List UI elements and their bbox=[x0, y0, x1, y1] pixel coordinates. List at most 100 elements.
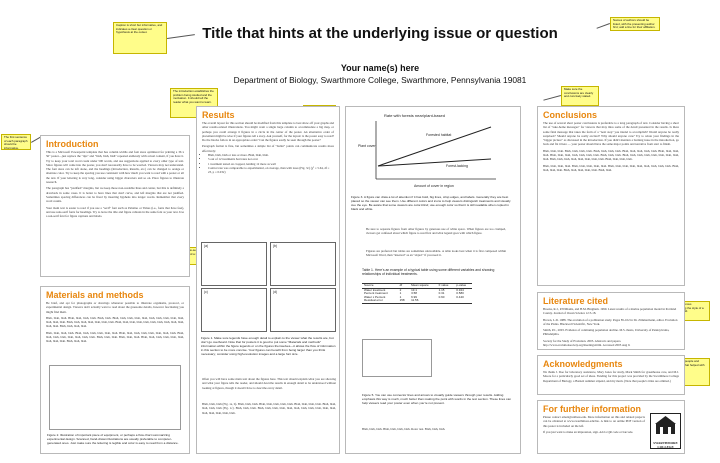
methods-paragraph: Blah, blah, blah. Blah, blah, blah, blah… bbox=[46, 315, 184, 329]
note-title-tip: Caption is short but informative, and in… bbox=[113, 22, 167, 54]
reference-item: Smith, P.J., 2003. Evidence of continuin… bbox=[543, 328, 670, 337]
results-paragraph: The overall layout for this section shou… bbox=[202, 121, 334, 143]
table-header: Mean square bbox=[409, 283, 437, 289]
table-cell: 1 bbox=[399, 294, 402, 299]
series-line-high bbox=[377, 126, 492, 167]
table-cell: 13.1 bbox=[411, 287, 417, 292]
figure-3-graph: Rate with forests near/plant-based Fores… bbox=[358, 113, 496, 188]
methods-paragraph: Be brief, and opt for photographs or dra… bbox=[46, 301, 184, 314]
table-cell bbox=[454, 299, 472, 304]
methods-panel: Materials and methods Be brief, and opt … bbox=[40, 286, 190, 454]
table-cell: Water x Percent bbox=[364, 294, 386, 299]
panel-label: (b) bbox=[273, 244, 278, 248]
further-info-text: Please contact email@address.edu. More i… bbox=[543, 415, 645, 428]
table-cell: 1.15 bbox=[438, 287, 445, 292]
conclusions-heading: Conclusions bbox=[543, 110, 598, 120]
introduction-paragraph: This is a Microsoft Powerpoint template … bbox=[46, 150, 184, 185]
table-1: Source df Mean square F value p-value Wa… bbox=[362, 283, 472, 304]
note-authors-tip: Names of authors should be listed, with … bbox=[610, 17, 660, 31]
note-intro-tip: The introduction establishes the problem… bbox=[170, 88, 218, 118]
conclusions-paragraph: Blah, blah, blah. Blah, blah, blah, blah… bbox=[543, 148, 679, 162]
results-bullet: 1 treatment tested on cropped, lending 1… bbox=[208, 162, 334, 166]
table-1-caption: Table 1. Here's an example of a typical … bbox=[362, 268, 495, 277]
introduction-paragraph: The paragraph has "justified" margins, b… bbox=[46, 186, 184, 204]
figure-panel-d: (d) bbox=[270, 288, 336, 332]
figure-column-tail: Blah, blah, blah. Blah, blah, blah, blah… bbox=[362, 427, 446, 431]
figure-5-caption: Figure 5. You can use connector lines an… bbox=[362, 393, 512, 405]
figure-2-caption: Figure 2. Illustration of important piec… bbox=[47, 433, 179, 445]
figure-panel-c: (c) bbox=[201, 288, 267, 332]
table-header: Source bbox=[362, 283, 398, 289]
panel-label: (c) bbox=[204, 290, 208, 294]
introduction-paragraph: Your main text is easier to read if you … bbox=[46, 205, 184, 219]
table-header-row: Source df Mean square F value p-value bbox=[362, 283, 472, 289]
panel-label: (d) bbox=[273, 290, 278, 294]
acknowledgments-text: We thank J. Doe for laboratory assistanc… bbox=[543, 370, 679, 383]
conclusions-paragraph: The use of several short poster conclusi… bbox=[543, 121, 679, 147]
table-row: Percent treatment 1 3.58 0.31 0.580 bbox=[362, 292, 472, 296]
table-cell: 0.580 bbox=[456, 291, 464, 296]
figure-column-text: Be sure to separate figures from other f… bbox=[366, 227, 506, 236]
statistics-table: Source df Mean square F value p-value Wa… bbox=[362, 283, 472, 304]
methods-paragraph: Blah, blah, blah, blah. Blah, blah, blah… bbox=[46, 330, 184, 344]
table-cell: 0.60 bbox=[438, 294, 445, 299]
literature-heading: Literature cited bbox=[543, 296, 609, 306]
logo-text: SWARTHMORE bbox=[653, 441, 678, 445]
results-panel: Results The overall layout for this sect… bbox=[196, 106, 340, 454]
results-bullet: Blah, blah, blah or less or more. Blah, … bbox=[208, 153, 334, 157]
table-cell: Residual error bbox=[362, 299, 398, 304]
poster-title: Title that hints at the underlying issue… bbox=[202, 25, 558, 42]
introduction-heading: Introduction bbox=[46, 139, 99, 149]
series-label-low: Forest-lacking bbox=[446, 164, 468, 168]
table-cell: 2 bbox=[399, 287, 402, 292]
results-paragraph: Often you will have some main text about… bbox=[202, 377, 336, 390]
affiliation: Department of Biology, Swarthmore Colleg… bbox=[233, 75, 527, 85]
y-axis-label: Plant cover bbox=[358, 144, 376, 148]
table-cell: 1 bbox=[399, 291, 402, 296]
note-side-tip: The first sentence of each paragraph sho… bbox=[1, 134, 31, 150]
figure-panel-b: (b) bbox=[270, 242, 336, 286]
table-cell: 0.31 bbox=[438, 291, 445, 296]
table-header: p-value bbox=[454, 283, 472, 289]
table-row: Residual error 158 11.56 bbox=[362, 299, 472, 304]
literature-panel: Literature cited Brooks, R.J., P.William… bbox=[537, 292, 685, 350]
results-bullet-list: Blah, blah, blah or less or more. Blah, … bbox=[202, 153, 334, 174]
author-names: Your name(s) here bbox=[340, 63, 420, 73]
table-cell: 158 bbox=[397, 299, 410, 304]
seal-icon bbox=[655, 416, 676, 434]
table-cell: 3.58 bbox=[411, 291, 417, 296]
results-paragraph: Blah, blah, blah (Fig. 1a, b). Blah, bla… bbox=[202, 402, 336, 415]
further-info-text: If you just want to make an impression, … bbox=[543, 429, 634, 434]
x-axis-label: Amount of cover in region bbox=[414, 184, 454, 188]
conclusions-paragraph: Blah, blah, blah, blah. Blah, blah, blah… bbox=[543, 163, 679, 172]
reference-item: Brown, L.D. 1988. The evolution of a pol… bbox=[543, 317, 678, 326]
conclusions-panel: Conclusions The use of several short pos… bbox=[537, 106, 685, 286]
college-seal-logo: SWARTHMORE COLLEGE bbox=[650, 413, 681, 449]
figure-column-panel: Rate with forests near/plant-based Fores… bbox=[345, 106, 521, 454]
series-label-high: Forested habitat bbox=[426, 133, 451, 137]
further-info-panel: For further information Please contact e… bbox=[537, 400, 685, 454]
further-info-heading: For further information bbox=[543, 404, 641, 414]
figure-3-caption: Figure 3. A figure can draw a lot of att… bbox=[351, 195, 511, 211]
logo-text: COLLEGE bbox=[657, 445, 674, 449]
results-heading: Results bbox=[202, 110, 235, 120]
graph-title: Rate with forests near/plant-based bbox=[384, 113, 445, 118]
acknowledgments-panel: Acknowledgments We thank J. Doe for labo… bbox=[537, 355, 685, 395]
leader-line bbox=[543, 95, 561, 101]
table-cell: 0.440 bbox=[456, 294, 464, 299]
table-header: df bbox=[397, 283, 410, 289]
results-bullet: 5 out of 12 treatments had rates not ove… bbox=[208, 157, 334, 161]
table-cell: 0.324 bbox=[456, 287, 464, 292]
introduction-panel: Introduction This is a Microsoft Powerpo… bbox=[40, 135, 190, 277]
table-row: Water x Percent 1 6.99 0.60 0.440 bbox=[362, 294, 472, 300]
table-cell: Water treatment bbox=[364, 287, 386, 292]
panel-label: (a) bbox=[204, 244, 209, 248]
reference-item: Brooks, R.J., P.Williams, and H.M. Bingh… bbox=[543, 307, 677, 316]
methods-heading: Materials and methods bbox=[46, 290, 144, 300]
table-header: F value bbox=[436, 283, 455, 289]
figure-1-caption: Figure 1. Make sure legends have enough … bbox=[201, 336, 336, 356]
note-conclusion-tip: Make sure the conclusions are clearly an… bbox=[561, 86, 599, 106]
figure-4-image bbox=[362, 339, 432, 377]
series-line-low bbox=[377, 158, 492, 167]
